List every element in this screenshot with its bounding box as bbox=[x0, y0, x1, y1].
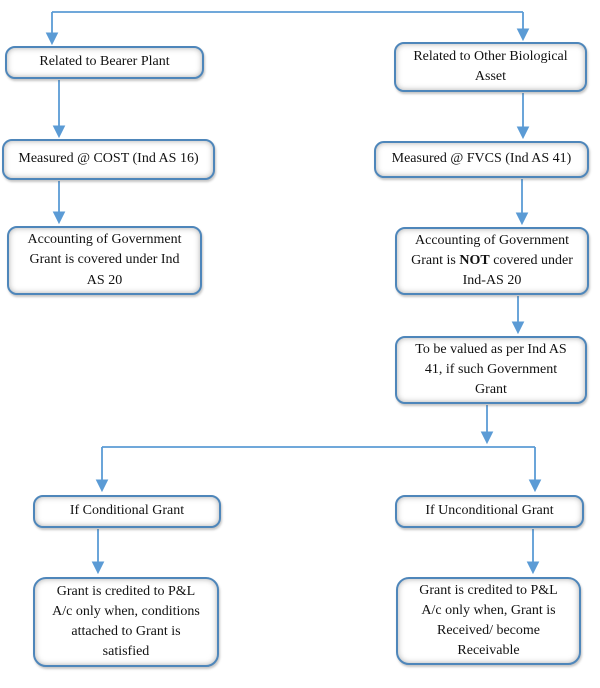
node-measured-cost: Measured @ COST (Ind AS 16) bbox=[2, 139, 215, 180]
node-if-unconditional-grant: If Unconditional Grant bbox=[395, 495, 584, 528]
node-if-conditional-grant: If Conditional Grant bbox=[33, 495, 221, 528]
node-label: Accounting of Government Grant is NOT co… bbox=[408, 230, 576, 292]
node-label: Related to Other Biological Asset bbox=[413, 48, 568, 84]
node-label: Related to Bearer Plant bbox=[39, 54, 170, 70]
node-to-be-valued: To be valued as per Ind AS 41, if such G… bbox=[395, 336, 587, 404]
node-label: If Conditional Grant bbox=[69, 503, 185, 519]
node-grant-credited-received: Grant is credited to P&L A/c only when, … bbox=[396, 577, 581, 665]
node-label: Accounting of Government Grant is covere… bbox=[27, 232, 182, 288]
node-measured-fvcs: Measured @ FVCS (Ind AS 41) bbox=[374, 141, 589, 178]
node-label-part: Accounting of Government Grant is bbox=[411, 232, 569, 268]
node-label: Measured @ COST (Ind AS 16) bbox=[18, 151, 199, 167]
node-label: Grant is credited to P&L A/c only when, … bbox=[419, 582, 558, 659]
node-related-other-biological-asset: Related to Other Biological Asset bbox=[394, 42, 587, 92]
node-related-bearer-plant: Related to Bearer Plant bbox=[5, 46, 204, 79]
node-label: Grant is credited to P&L A/c only when, … bbox=[52, 583, 200, 660]
node-accounting-not-covered: Accounting of Government Grant is NOT co… bbox=[395, 227, 589, 295]
node-grant-credited-conditions: Grant is credited to P&L A/c only when, … bbox=[33, 577, 219, 667]
node-label: If Unconditional Grant bbox=[425, 503, 554, 519]
node-accounting-covered: Accounting of Government Grant is covere… bbox=[7, 226, 202, 295]
node-label-bold: NOT bbox=[459, 252, 490, 268]
node-label: Measured @ FVCS (Ind AS 41) bbox=[391, 151, 572, 167]
node-label: To be valued as per Ind AS 41, if such G… bbox=[415, 341, 567, 397]
node-label-part: covered under Ind-AS 20 bbox=[462, 252, 573, 288]
